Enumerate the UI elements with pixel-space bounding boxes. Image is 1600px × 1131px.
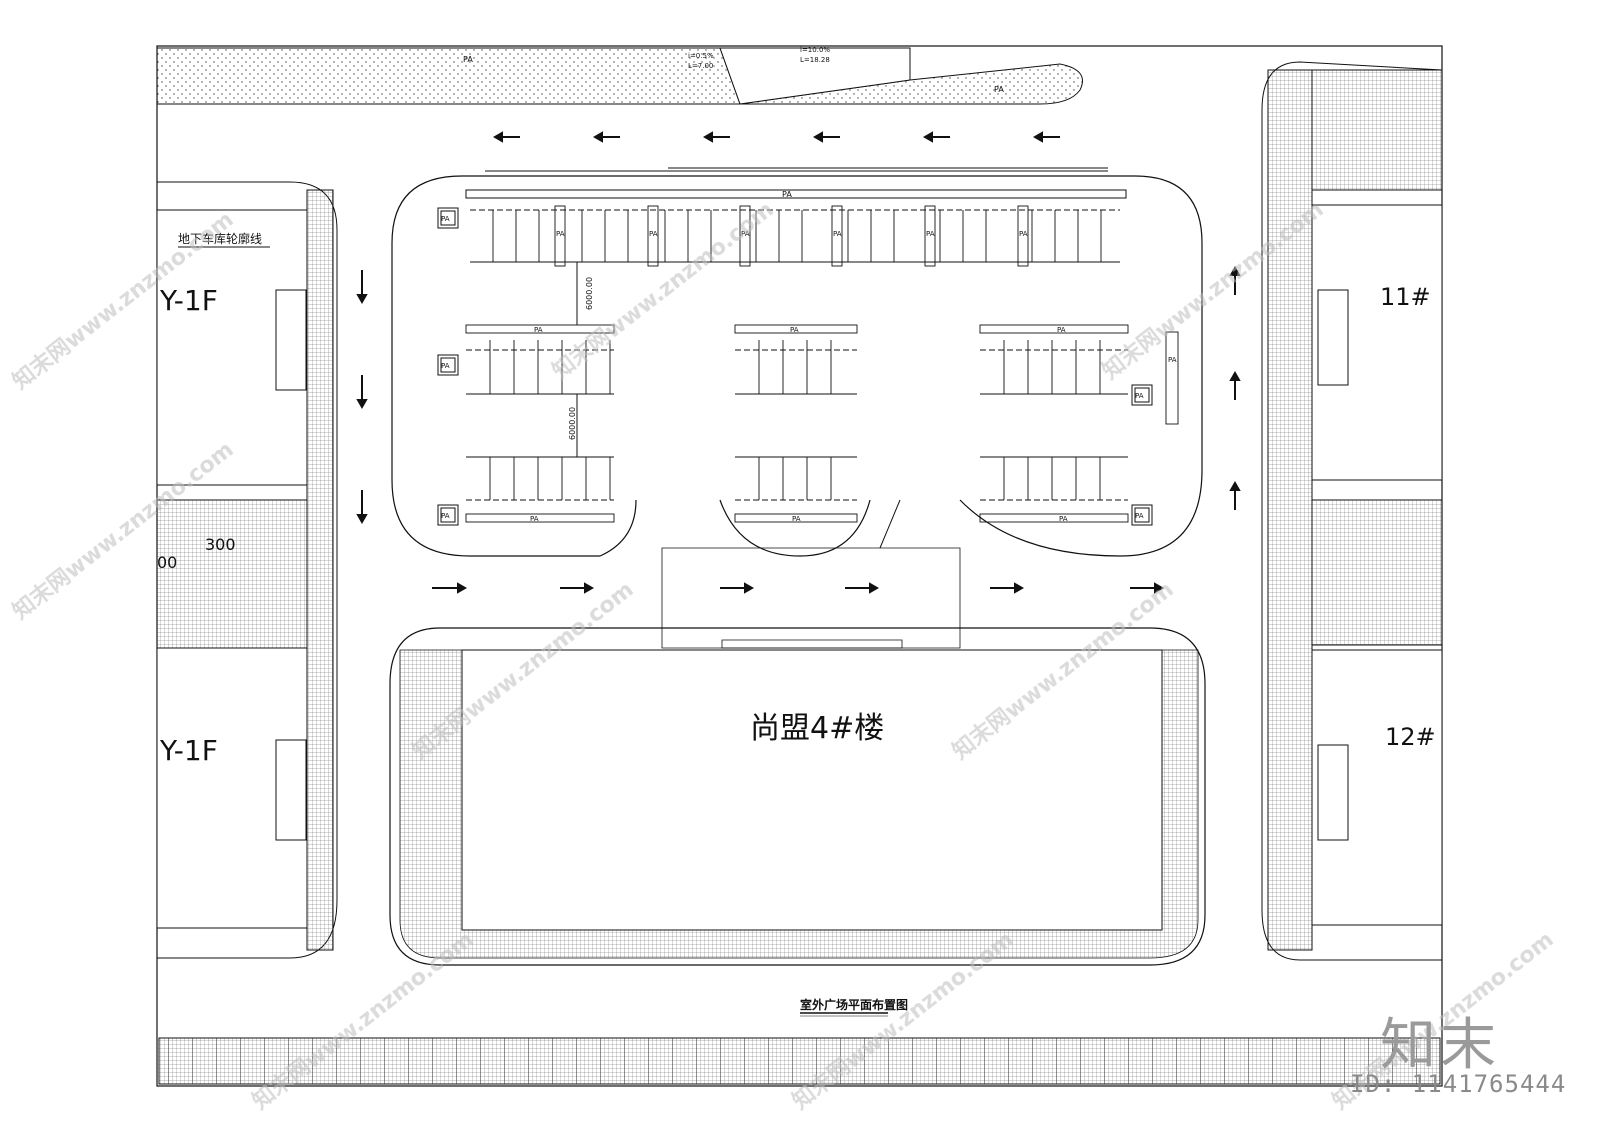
drawing-title: 室外广场平面布置图 bbox=[800, 997, 908, 1012]
pa-strip-top bbox=[465, 189, 1127, 199]
building-11-label: 11# bbox=[1380, 283, 1431, 311]
traffic-arrows-bottom bbox=[432, 582, 1165, 594]
pa-boxes bbox=[437, 207, 1153, 526]
left-building-block bbox=[156, 181, 338, 959]
pa-box-1: PA bbox=[441, 215, 450, 223]
pa-top-2: PA bbox=[994, 85, 1004, 94]
parking-row-top bbox=[470, 205, 1120, 267]
main-building-label: 尚盟4#楼 bbox=[750, 711, 884, 746]
left-floor-label-top: Y-1F bbox=[159, 284, 218, 317]
pa-top-1: PA bbox=[463, 55, 473, 64]
pa-stall-1: PA bbox=[556, 230, 565, 238]
top-paving-area bbox=[156, 47, 1083, 105]
pa-low-2: PA bbox=[792, 515, 801, 523]
brand-logo: 知末 bbox=[1380, 1013, 1500, 1078]
slope-note-1: i=0.5% bbox=[688, 52, 714, 60]
pa-mid-2: PA bbox=[790, 326, 799, 334]
main-building-hatch bbox=[399, 649, 1199, 959]
pa-box-2: PA bbox=[441, 362, 450, 370]
pa-mid-3: PA bbox=[1057, 326, 1066, 334]
image-id-label: ID: 1141765444 bbox=[1350, 1070, 1567, 1098]
bottom-paving-strip bbox=[158, 1037, 1441, 1085]
slope-note-4: L=18.28 bbox=[800, 56, 830, 64]
dim-6000-mid: 6000.00 bbox=[568, 407, 577, 440]
traffic-arrows-top bbox=[492, 131, 1060, 143]
pa-box-4: PA bbox=[1135, 392, 1144, 400]
pa-strip-top-label: PA bbox=[782, 190, 792, 199]
pa-box-5: PA bbox=[1135, 512, 1144, 520]
traffic-arrows-vertical bbox=[356, 265, 1241, 525]
pa-side: PA bbox=[1168, 356, 1177, 364]
pa-box-3: PA bbox=[441, 512, 450, 520]
left-floor-label-bottom: Y-1F bbox=[159, 734, 218, 767]
dim-00: 00 bbox=[157, 553, 177, 572]
pa-mid-1: PA bbox=[534, 326, 543, 334]
ramp bbox=[719, 47, 911, 105]
pa-low-3: PA bbox=[1059, 515, 1068, 523]
pa-stall-3: PA bbox=[741, 230, 750, 238]
pa-low-1: PA bbox=[530, 515, 539, 523]
dim-6000-top: 6000.00 bbox=[585, 277, 594, 310]
building-12-label: 12# bbox=[1385, 723, 1436, 751]
parking-lot-outline bbox=[462, 175, 1203, 557]
dim-300: 300 bbox=[205, 535, 236, 554]
slope-note-2: L=7.00 bbox=[688, 62, 713, 70]
garage-outline-label: 地下车库轮廓线 bbox=[178, 231, 262, 246]
parking-middle-groups bbox=[465, 324, 1179, 523]
pa-stall-2: PA bbox=[649, 230, 658, 238]
slope-notes: i=0.5% L=7.00 i=10.0% L=18.28 bbox=[688, 46, 830, 70]
pa-stall-6: PA bbox=[1019, 230, 1028, 238]
pa-stall-4: PA bbox=[833, 230, 842, 238]
right-building-block bbox=[1261, 61, 1443, 961]
pa-stall-5: PA bbox=[926, 230, 935, 238]
slope-note-3: i=10.0% bbox=[800, 46, 830, 54]
entrance-plaza bbox=[661, 547, 961, 649]
